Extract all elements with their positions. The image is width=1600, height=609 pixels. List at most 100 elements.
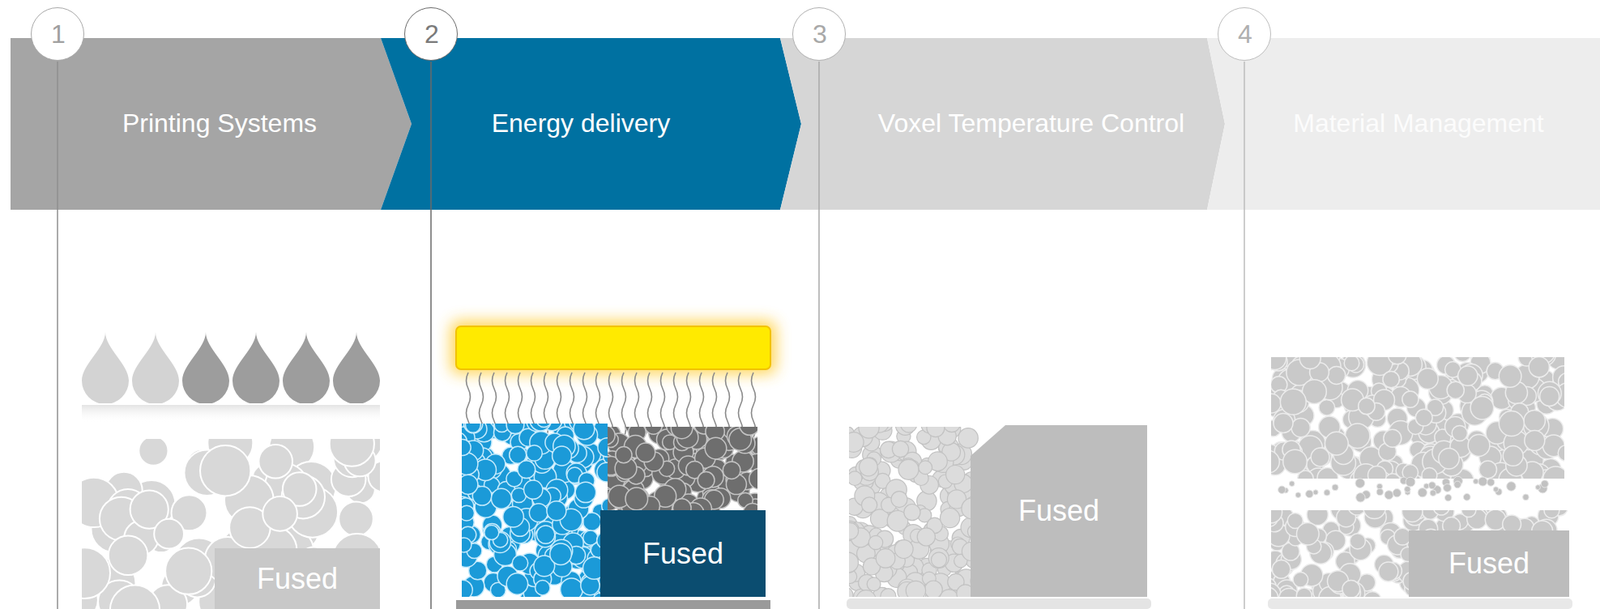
particle xyxy=(1299,357,1321,370)
particle xyxy=(1540,480,1549,488)
particle xyxy=(958,428,978,448)
particle xyxy=(1506,482,1516,491)
particle xyxy=(1283,449,1308,474)
particle xyxy=(461,439,471,457)
particle xyxy=(1327,366,1346,384)
particle xyxy=(904,504,921,521)
particle xyxy=(1388,357,1407,365)
step-line xyxy=(818,61,820,609)
small-particles xyxy=(1278,476,1549,503)
fused-block: Fused xyxy=(600,510,766,598)
particle xyxy=(1417,488,1427,498)
particle xyxy=(607,426,615,445)
particle xyxy=(1271,560,1291,580)
particle xyxy=(503,506,525,528)
step-label: Fused xyxy=(256,563,338,596)
particle xyxy=(928,548,949,569)
shape-fill xyxy=(970,425,1148,598)
particle xyxy=(529,423,552,431)
particle xyxy=(1404,486,1412,493)
particle xyxy=(1523,494,1530,501)
particle xyxy=(1470,396,1494,420)
particle xyxy=(940,508,960,529)
energy-lamp xyxy=(456,326,771,370)
step-chevron: Printing Systems xyxy=(10,38,412,210)
particle xyxy=(1349,533,1366,550)
particle xyxy=(536,525,555,544)
particle xyxy=(868,535,883,550)
particle xyxy=(1305,490,1314,498)
particle xyxy=(749,468,758,490)
particle xyxy=(917,528,935,547)
particle xyxy=(461,580,473,598)
particle xyxy=(1433,510,1450,516)
particle xyxy=(905,580,926,598)
step-number: 4 xyxy=(1217,7,1272,61)
particle xyxy=(1273,413,1293,433)
powder-particles xyxy=(849,426,979,598)
particle xyxy=(697,472,715,490)
build-base xyxy=(1267,598,1573,609)
step-line xyxy=(430,61,432,609)
particle xyxy=(535,580,551,596)
particle xyxy=(506,573,528,595)
step-label: Printing Systems xyxy=(122,109,317,138)
particle xyxy=(1402,465,1418,479)
particle xyxy=(931,552,948,568)
particle xyxy=(1487,478,1495,487)
particle xyxy=(1363,510,1387,519)
particle xyxy=(918,460,933,475)
particle xyxy=(1291,418,1310,438)
particle xyxy=(1297,522,1320,546)
particle xyxy=(1356,493,1366,503)
particle xyxy=(1463,494,1471,502)
particle xyxy=(506,423,525,435)
particle xyxy=(81,547,111,599)
step-label: Fused xyxy=(642,537,724,571)
particle xyxy=(1528,357,1549,378)
particle xyxy=(1324,431,1349,456)
step-label: Energy delivery xyxy=(491,109,671,138)
particle xyxy=(550,543,572,566)
particle xyxy=(461,505,474,521)
shape-fill xyxy=(10,38,412,210)
particle xyxy=(894,540,914,559)
particle xyxy=(739,426,758,436)
particle xyxy=(1557,445,1565,461)
particle xyxy=(1384,490,1394,500)
particle xyxy=(465,423,482,433)
ink-drops xyxy=(81,332,380,423)
particle xyxy=(1342,580,1361,598)
particle xyxy=(1416,368,1438,390)
particle xyxy=(1331,484,1339,491)
step-label: Voxel Temperature Control xyxy=(878,109,1185,138)
particle xyxy=(849,552,859,573)
particle xyxy=(900,426,918,433)
particle xyxy=(1543,466,1565,479)
particle xyxy=(926,426,945,438)
fused-block: Fused xyxy=(970,425,1148,598)
particle xyxy=(546,501,567,521)
particle xyxy=(891,440,909,457)
particle xyxy=(524,480,543,500)
callout-number: 2 xyxy=(424,20,440,49)
powder-particles xyxy=(81,439,380,609)
fused-block: Fused xyxy=(214,548,380,609)
particle xyxy=(898,459,919,480)
particle xyxy=(484,525,500,541)
particle xyxy=(1544,510,1560,519)
step-number: 1 xyxy=(30,7,85,61)
particle xyxy=(1271,393,1281,414)
particle xyxy=(1498,411,1524,437)
particle xyxy=(575,482,596,503)
particle xyxy=(1438,448,1460,470)
powder-particles xyxy=(1271,510,1570,598)
particle xyxy=(258,444,293,479)
callout-number: 4 xyxy=(1237,20,1253,49)
particle xyxy=(1382,371,1400,388)
particle xyxy=(461,474,478,495)
particle xyxy=(849,471,862,487)
step-number: 2 xyxy=(404,7,458,61)
particle xyxy=(1394,528,1412,546)
particle xyxy=(464,423,483,434)
